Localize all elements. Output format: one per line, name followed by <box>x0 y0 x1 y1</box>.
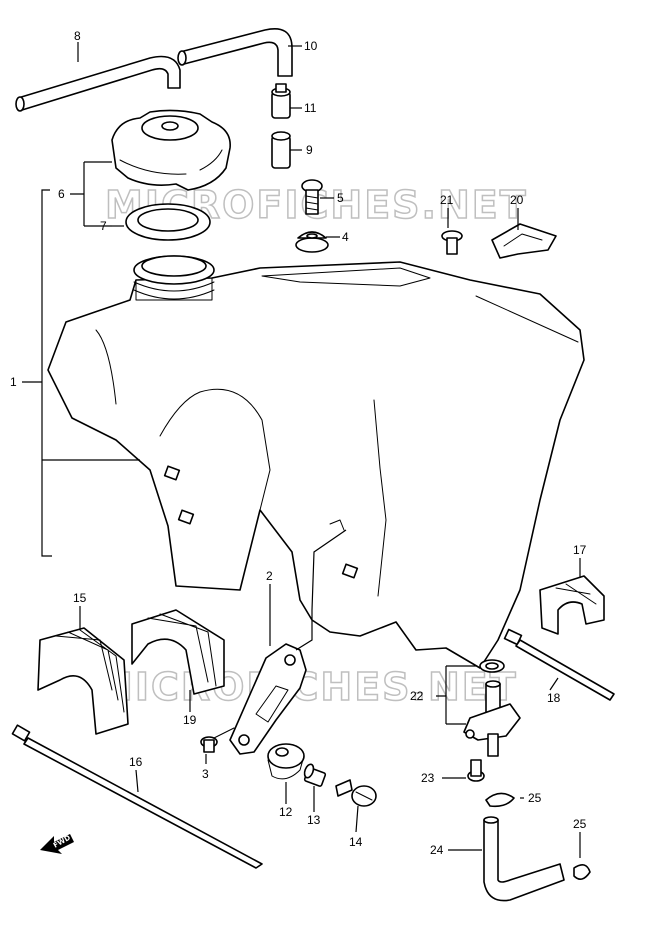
breather-hose-10[interactable] <box>177 28 293 77</box>
callout-12: 12 <box>279 805 293 819</box>
callout-22: 22 <box>410 689 424 703</box>
screw-23[interactable] <box>467 759 485 782</box>
callout-17: 17 <box>573 543 587 557</box>
bolt-14[interactable] <box>335 779 377 807</box>
fwd-arrow-icon: FWD <box>40 834 74 854</box>
bracket-2[interactable] <box>229 643 307 755</box>
leader-lines <box>22 42 581 858</box>
cable-tie-18[interactable] <box>503 628 615 701</box>
watermark-bottom: MICROFICHES.NET <box>95 665 518 709</box>
clip-25-bottom[interactable] <box>573 864 591 880</box>
breather-hose-8[interactable] <box>15 55 181 112</box>
fuel-cap-6[interactable] <box>111 109 231 191</box>
hose-joint-11[interactable] <box>271 83 291 119</box>
screw-21[interactable] <box>441 230 463 255</box>
cover-17[interactable] <box>539 575 605 635</box>
callout-15: 15 <box>73 591 87 605</box>
fuel-tank-1[interactable] <box>47 255 585 669</box>
callout-9: 9 <box>306 143 313 157</box>
callout-18: 18 <box>547 691 561 705</box>
fuel-hose-24[interactable] <box>483 816 565 902</box>
callout-25b: 25 <box>573 817 587 831</box>
callout-13: 13 <box>307 813 321 827</box>
callout-3: 3 <box>202 767 209 781</box>
callout-10: 10 <box>304 39 318 53</box>
callout-11: 11 <box>304 101 317 115</box>
bolt-5[interactable] <box>301 179 323 215</box>
callout-25a: 25 <box>528 791 542 805</box>
callout-1: 1 <box>10 375 17 389</box>
callout-19: 19 <box>183 713 197 727</box>
cushion-12[interactable] <box>267 743 305 780</box>
callout-20: 20 <box>510 193 524 207</box>
callout-24: 24 <box>430 843 444 857</box>
callout-7: 7 <box>100 219 107 233</box>
cable-tie-16[interactable] <box>11 724 263 869</box>
gasket-7[interactable] <box>125 203 211 241</box>
cover-19[interactable] <box>131 609 225 695</box>
callout-8: 8 <box>74 29 81 43</box>
collar-13[interactable] <box>303 763 327 787</box>
collar-9[interactable] <box>271 131 291 169</box>
callout-16: 16 <box>129 755 143 769</box>
callout-2: 2 <box>266 569 273 583</box>
cushion-4[interactable] <box>295 231 329 253</box>
callout-14: 14 <box>349 835 363 849</box>
callout-23: 23 <box>421 771 435 785</box>
cover-15[interactable] <box>37 627 129 735</box>
callout-5: 5 <box>337 191 344 205</box>
callout-21: 21 <box>440 193 454 207</box>
fuel-cock-22[interactable] <box>463 659 521 757</box>
clamp-20[interactable] <box>491 223 557 259</box>
callouts: 1 2 3 4 5 6 7 8 9 10 11 12 13 14 15 16 1… <box>10 29 587 857</box>
callout-4: 4 <box>342 230 349 244</box>
callout-6: 6 <box>58 187 65 201</box>
clip-25-top[interactable] <box>485 792 515 808</box>
bolt-3[interactable] <box>200 727 235 753</box>
